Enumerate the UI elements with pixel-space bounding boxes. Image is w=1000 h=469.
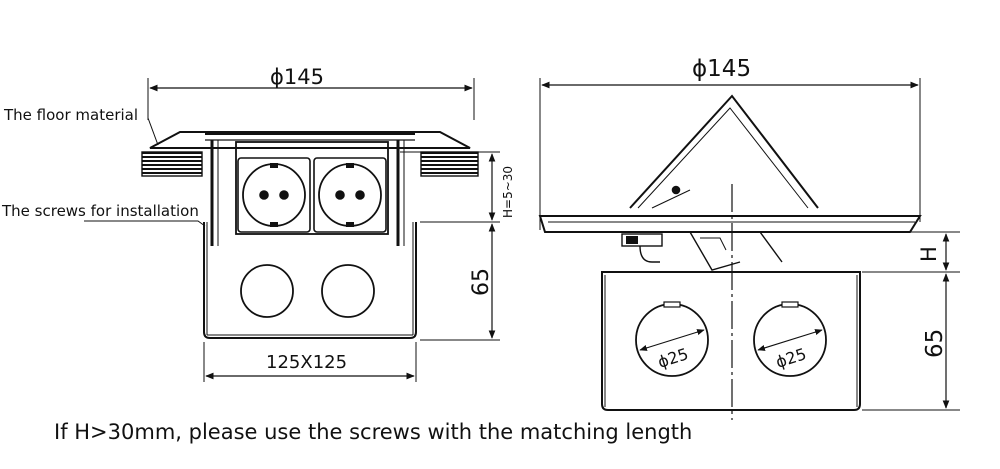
tilted-lid [629, 94, 819, 209]
screws-leader [84, 220, 206, 227]
caption: If H>30mm, please use the screws with th… [54, 420, 693, 444]
floor-material-leader [147, 117, 159, 146]
left-view [84, 78, 500, 382]
right-floor-block [420, 151, 479, 177]
right-hole-2-label: ϕ25 [773, 344, 808, 372]
right-flange [538, 215, 922, 233]
right-h-label: H [917, 246, 941, 262]
socket-module [235, 141, 389, 235]
left-knockout-2 [321, 264, 375, 318]
left-top-dimension: ϕ145 [270, 65, 324, 89]
socket-left [237, 157, 311, 233]
right-view [538, 78, 960, 420]
left-knockout-1 [240, 264, 294, 318]
left-floor-block [141, 151, 203, 177]
right-hole-1-label: ϕ25 [655, 344, 690, 372]
floor-material-label: The floor material [3, 106, 138, 124]
right-box-height: 65 [922, 329, 948, 358]
left-box-height: 65 [469, 268, 494, 296]
right-top-dimension: ϕ145 [692, 56, 751, 82]
height-range-label: H=5~30 [501, 166, 515, 218]
right-box [601, 271, 861, 411]
left-flange [149, 131, 471, 149]
base-dimension: 125X125 [266, 352, 347, 373]
screws-label: The screws for installation [1, 202, 199, 220]
left-box [203, 222, 417, 339]
socket-right [313, 157, 387, 233]
